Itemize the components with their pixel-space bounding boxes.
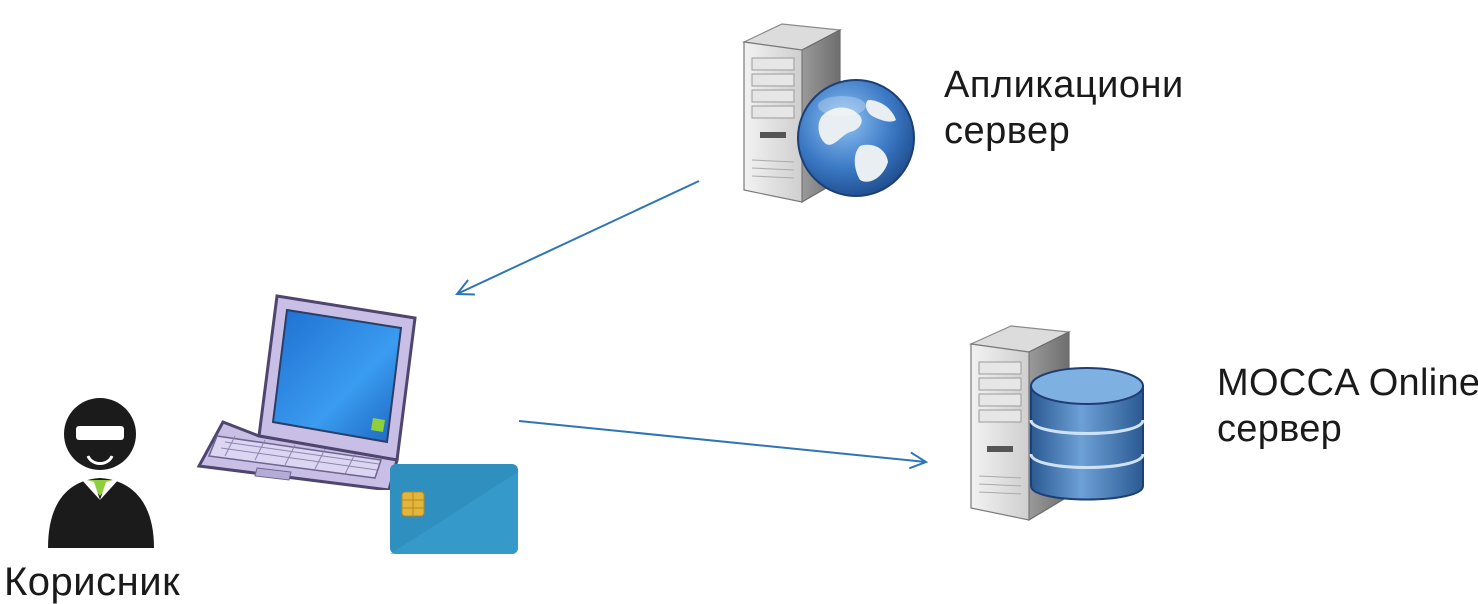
database-server-icon (968, 325, 1145, 522)
mocca-server-label-line2: сервер (1217, 408, 1343, 451)
application-server-label-line1: Апликациони (944, 64, 1184, 106)
smart-card-icon (390, 464, 518, 554)
user-label: Корисник (4, 560, 181, 604)
application-server-label: Апликациони сервер (944, 62, 1184, 155)
user-avatar-icon (48, 398, 154, 548)
arrow-app-server-to-user (457, 180, 700, 294)
laptop-icon (196, 294, 417, 490)
mocca-server-label-line1: MOCCA Online (1217, 362, 1478, 404)
web-server-icon (741, 23, 915, 204)
arrow-user-to-mocca-server (518, 420, 926, 462)
mocca-server-label: MOCCA Online сервер (1217, 360, 1478, 453)
application-server-label-line2: сервер (944, 110, 1071, 153)
